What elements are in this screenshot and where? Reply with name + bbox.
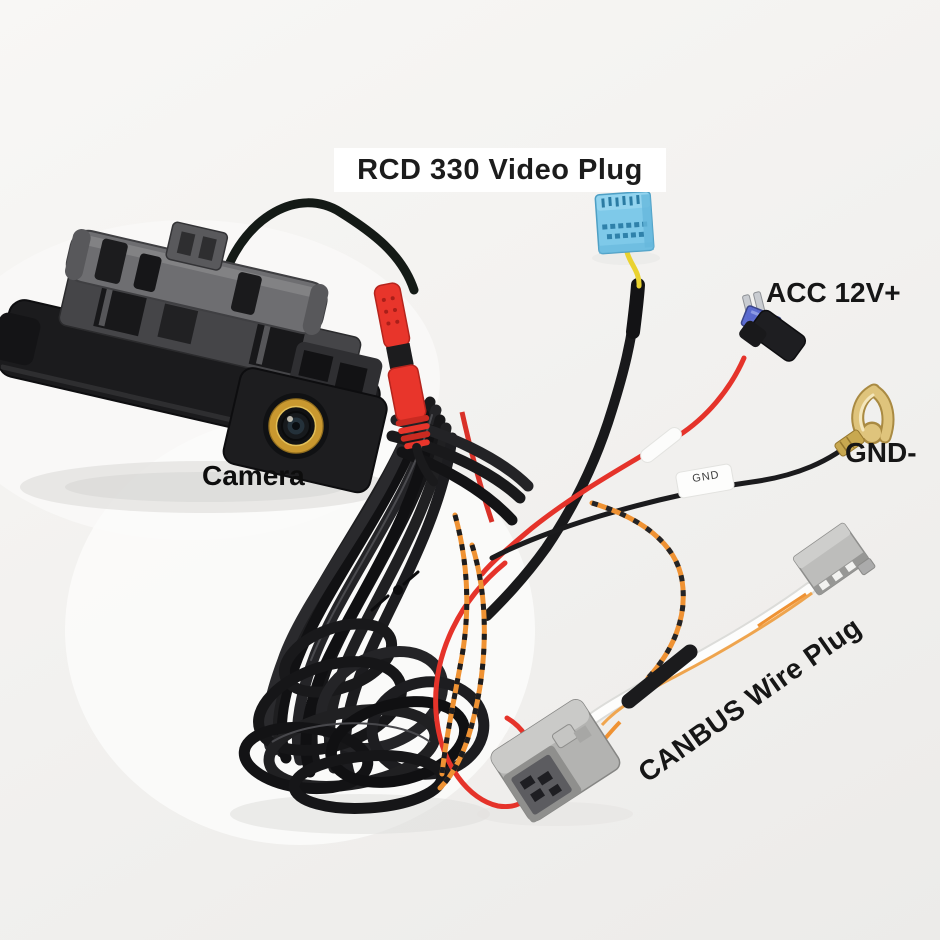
heat-shrink-splice <box>621 644 698 709</box>
fuse-holder-boot <box>739 320 767 348</box>
acc-power-label: ACC 12V+ <box>766 277 901 308</box>
video-connector-pair <box>373 282 438 487</box>
lens-gold-inner-edge <box>275 405 317 447</box>
video-plug-label: RCD 330 Video Plug <box>334 148 666 192</box>
gnd-sleeve <box>675 463 735 499</box>
connector-key <box>573 725 592 743</box>
video-plug-label-text: RCD 330 Video Plug <box>357 153 643 186</box>
connector-top-face <box>491 699 590 774</box>
rcd330-video-plug <box>594 190 655 255</box>
grip-pad-endcap <box>302 283 329 336</box>
fuse-tap <box>739 291 807 362</box>
fork-tine <box>871 387 893 442</box>
handle-clip-hook <box>94 238 128 284</box>
top-clip-slot <box>176 231 196 256</box>
acc-power-wire <box>479 449 651 577</box>
ground-label: GND- <box>845 437 917 468</box>
handle-left-tip <box>0 312 41 366</box>
plug-side-shade <box>641 194 654 248</box>
connector-tab <box>857 558 876 576</box>
splice-sleeve <box>640 427 682 463</box>
camera-lens <box>263 393 329 459</box>
lens-highlight <box>287 416 293 422</box>
right-block-cutout <box>334 362 368 395</box>
canbus-connector-small <box>792 522 876 596</box>
camera-label: Camera <box>202 460 305 491</box>
right-block-cutout <box>298 349 334 383</box>
connector-band <box>385 342 414 370</box>
coil-shadow <box>230 794 490 834</box>
fork-tine <box>853 385 879 439</box>
video-cable <box>482 285 642 621</box>
grip-pad-endcap <box>65 229 91 281</box>
canbus-ribbon <box>583 583 815 727</box>
twisted-pair-strand-black <box>439 514 470 775</box>
plug-shadow <box>592 251 660 265</box>
yellow-video-lead <box>624 249 642 289</box>
connector-tail <box>412 442 438 487</box>
mechanism-clip <box>98 288 113 327</box>
mechanism-clip <box>255 324 271 365</box>
connector-top-face <box>793 523 851 569</box>
fuse-holder <box>748 309 807 362</box>
lens-gold-edge <box>268 398 324 454</box>
ground-fork-terminal <box>834 383 895 457</box>
lens-gold-ring <box>269 399 323 453</box>
cable-tie <box>370 570 420 612</box>
canbus-twisted-pair-black-strand <box>591 500 686 680</box>
canbus-connector-large <box>490 699 621 823</box>
connector-shadow <box>477 802 633 826</box>
acc-power-wire <box>675 355 747 439</box>
camera-pigtail-wire <box>221 198 419 295</box>
terminal-crimp <box>834 429 865 457</box>
handle-clip-hook <box>133 253 162 292</box>
video-cable-sleeve <box>626 278 645 339</box>
fork-base <box>863 424 881 442</box>
top-clip-slot <box>198 236 217 261</box>
plug-bottom-shade <box>598 242 655 254</box>
canbus-orange-lead <box>757 592 807 628</box>
handle-shadow <box>65 472 345 502</box>
twisted-pair-strand <box>437 542 487 791</box>
connector-latch <box>551 724 578 749</box>
lens-pupil <box>292 422 300 430</box>
handle-clip-hook <box>231 272 262 315</box>
mechanism-cutout <box>157 303 199 345</box>
